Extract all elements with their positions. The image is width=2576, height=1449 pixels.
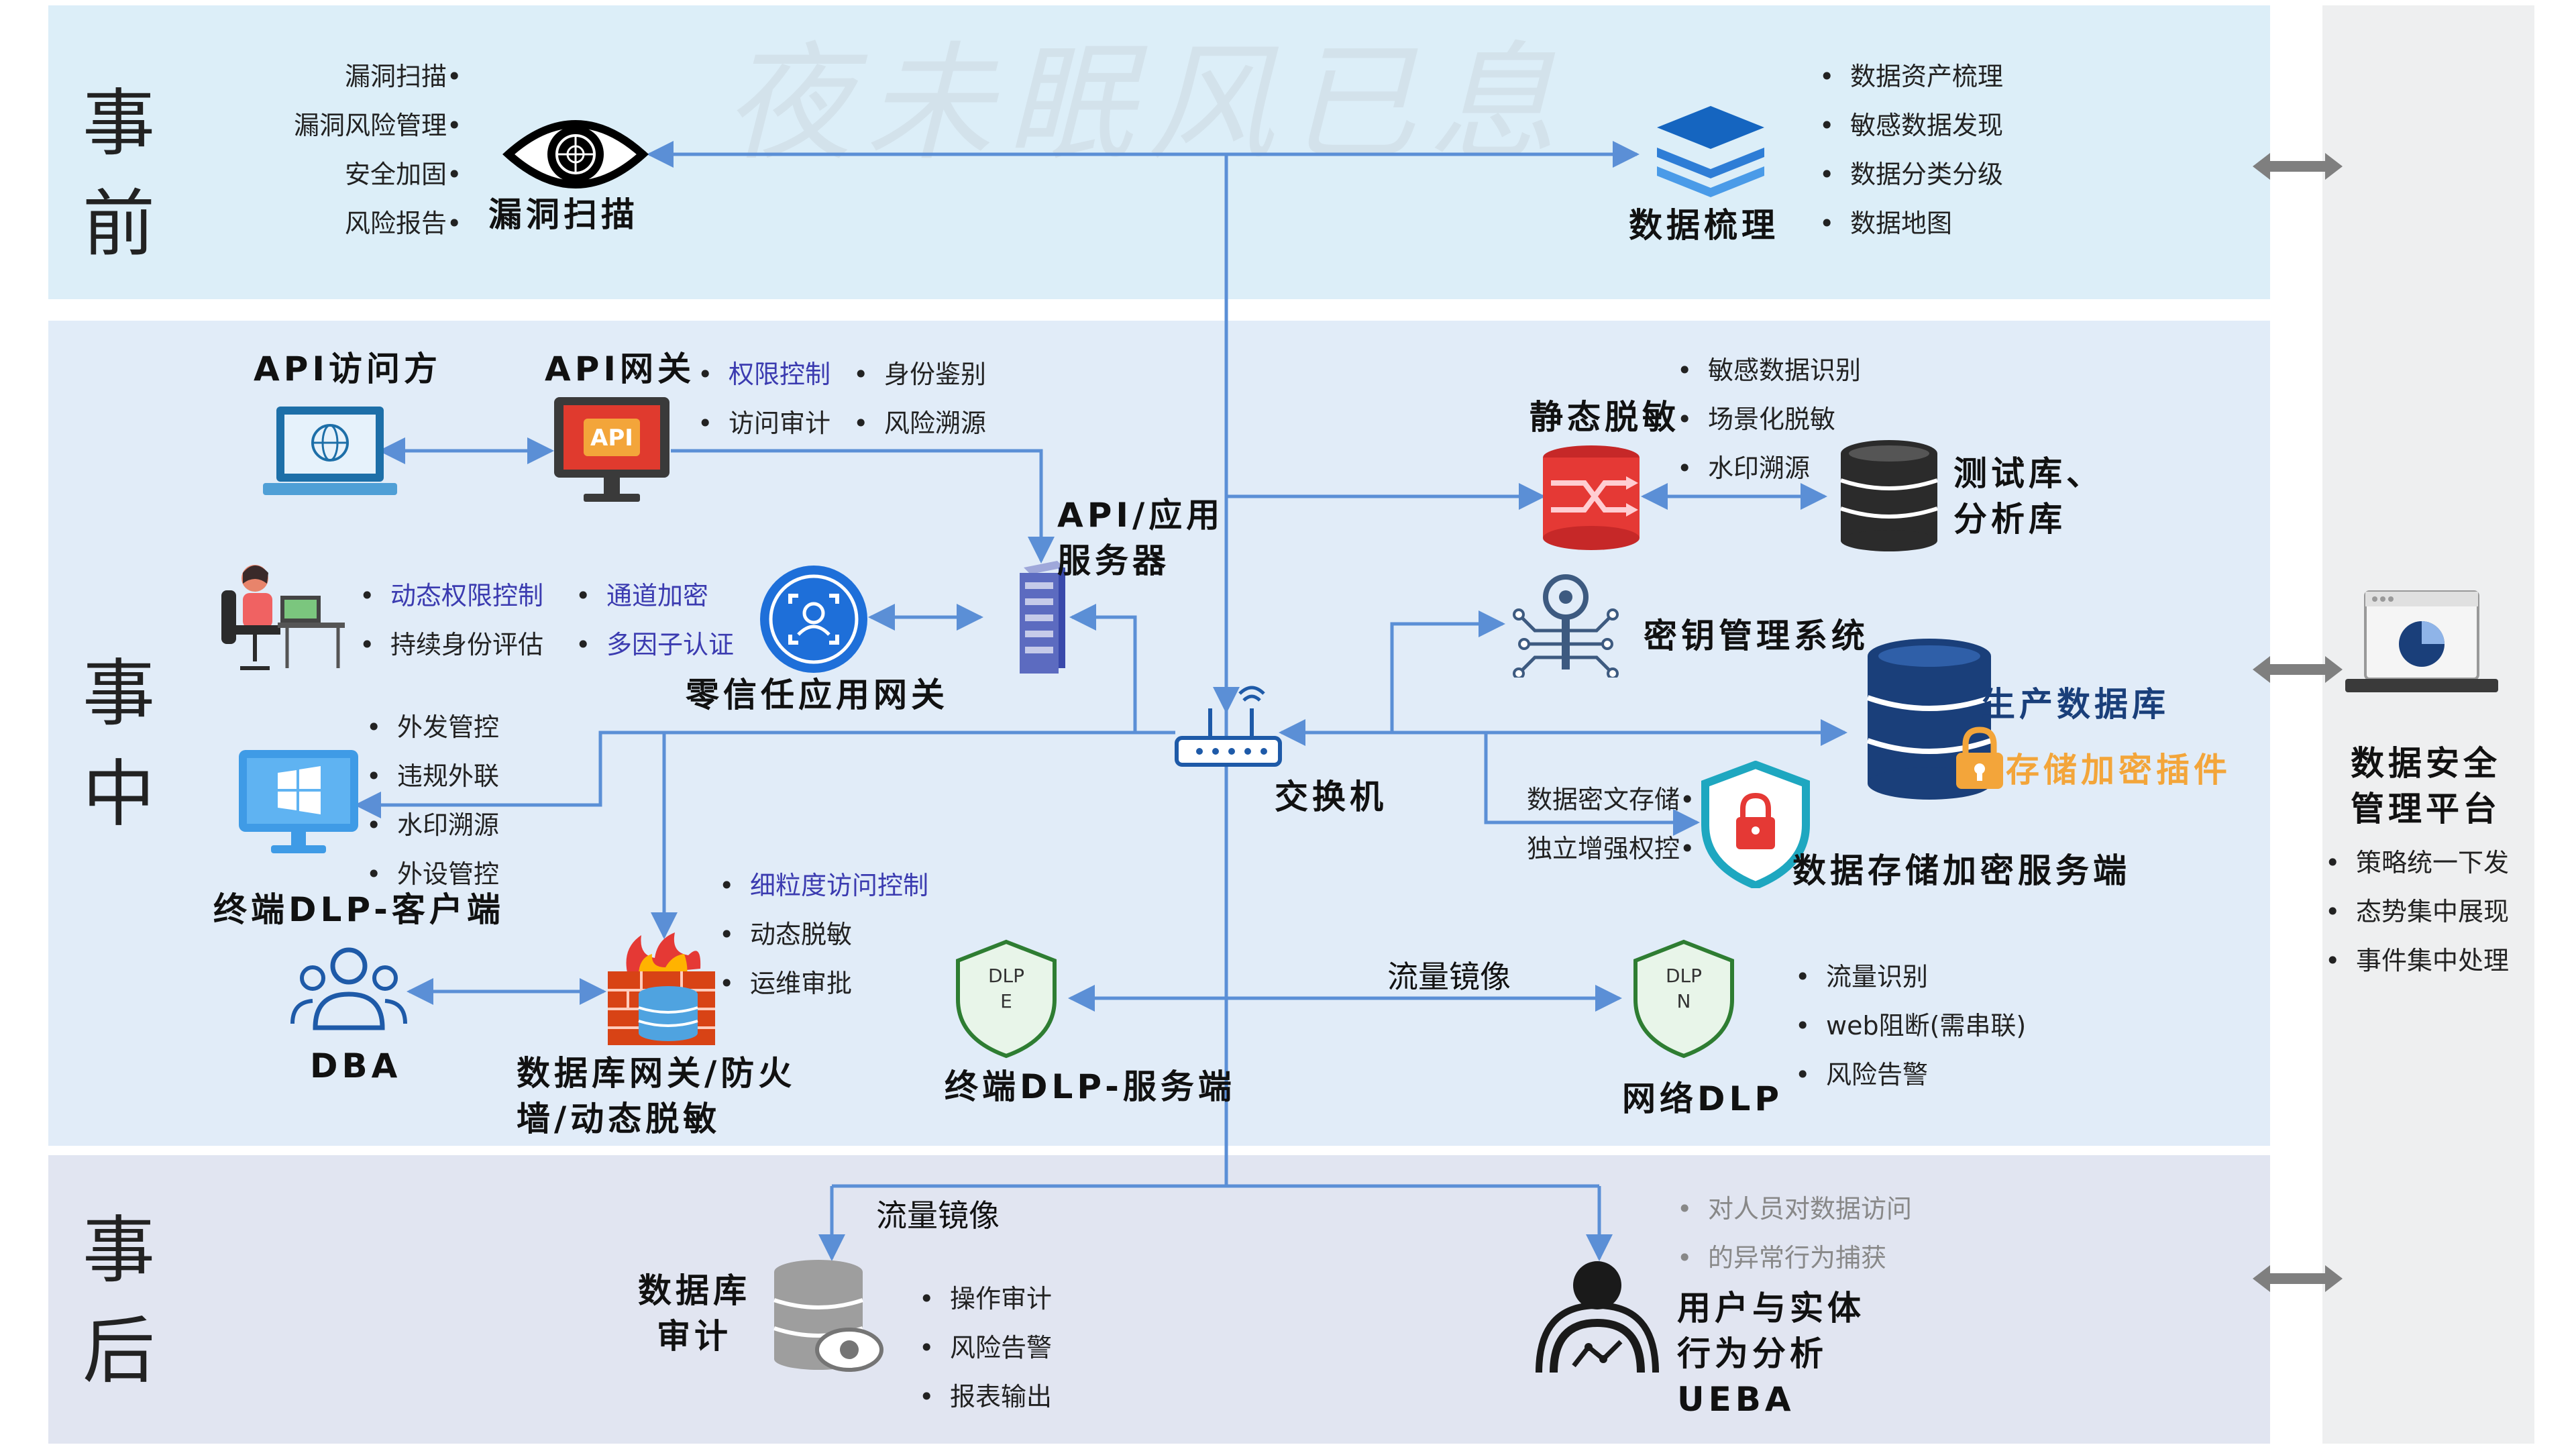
db-firewall-label: 数据库网关/防火墙/动态脱敏	[517, 1054, 796, 1138]
endpoint-client-label: 终端DLP-客户端	[213, 890, 504, 929]
users-icon	[290, 947, 407, 1030]
platform-arrow-before	[2253, 153, 2343, 180]
db-shuffle-icon	[1543, 445, 1640, 550]
line-gateway-server	[671, 449, 1055, 564]
dba-label: DBA	[310, 1046, 402, 1085]
phase-during-label: 事中	[82, 652, 155, 837]
key-mgmt-label: 密钥管理系统	[1644, 616, 1869, 655]
mirror-label-dlp: 流量镜像	[1387, 959, 1511, 995]
app-server-label: API/应用服务器	[1057, 496, 1224, 580]
test-db-label: 测试库、分析库	[1953, 454, 2104, 539]
api-client-label: API访问方	[254, 350, 441, 388]
phase-after-label: 事后	[82, 1209, 155, 1393]
vuln-scan-bullets: 漏洞扫描 漏洞风险管理 安全加固 风险报告	[255, 52, 456, 248]
dlp-n-bottom-text: N	[1677, 990, 1691, 1012]
platform-arrow-during	[2253, 656, 2343, 683]
database-stack-icon	[1840, 440, 1938, 551]
zero-trust-bullets-left: 动态权限控制 持续身份评估	[360, 572, 543, 669]
eye-icon	[502, 120, 649, 189]
platform-panel	[2322, 5, 2534, 1444]
dashboard-window-icon	[2345, 590, 2498, 692]
db-firewall-bullets: 细粒度访问控制 动态脱敏 运维审批	[719, 861, 928, 1008]
server-rack-icon	[1020, 561, 1065, 674]
encrypt-server-label: 数据存储加密服务端	[1792, 851, 2131, 890]
network-dlp-label: 网络DLP	[1622, 1079, 1784, 1118]
dlp-e-shield-icon: DLP E	[956, 939, 1057, 1059]
vuln-scan-label: 漏洞扫描	[488, 195, 639, 234]
platform-bullets: 策略统一下发 态势集中展现 事件集中处理	[2325, 839, 2509, 985]
data-sorting-label: 数据梳理	[1629, 206, 1779, 245]
db-audit-icon	[773, 1260, 883, 1372]
ueba-bullets: 对人员对数据访问 的异常行为捕获	[1677, 1185, 1912, 1283]
firewall-db-icon	[608, 932, 715, 1045]
ueba-label: 用户与实体行为分析UEBA	[1677, 1289, 1865, 1419]
switch-label: 交换机	[1275, 777, 1387, 816]
router-icon	[1175, 686, 1282, 767]
api-gateway-bullets-right: 身份鉴别 风险溯源	[853, 350, 986, 448]
phase-before-label: 事前	[82, 82, 155, 266]
api-gateway-bullets-left: 权限控制 访问审计	[698, 350, 830, 448]
person-at-desk-icon	[221, 565, 345, 670]
line-to-keymgmt	[1390, 610, 1505, 733]
static-mask-bullets: 敏感数据识别 场景化脱敏 水印溯源	[1677, 346, 1861, 493]
dlp-e-bottom-text: E	[1000, 990, 1012, 1012]
laptop-icon	[263, 407, 397, 495]
platform-arrow-after	[2253, 1265, 2343, 1292]
platform-title: 数据安全管理平台	[2351, 744, 2501, 828]
dlp-n-top-text: DLP	[1666, 965, 1702, 987]
network-dlp-bullets: 流量识别 web阻断(需串联) 风险告警	[1795, 953, 2026, 1099]
dlp-n-shield-icon: DLP N	[1633, 939, 1734, 1059]
endpoint-client-bullets: 外发管控 违规外联 水印溯源 外设管控	[366, 703, 499, 899]
static-mask-label: 静态脱敏	[1529, 398, 1680, 437]
api-badge-text: API	[590, 425, 633, 451]
dlp-e-top-text: DLP	[988, 965, 1024, 987]
endpoint-server-label: 终端DLP-服务端	[945, 1067, 1236, 1106]
face-scan-icon	[760, 566, 867, 673]
api-monitor-icon: API	[554, 397, 669, 502]
layers-icon	[1657, 106, 1764, 197]
shield-lock-icon	[1701, 761, 1810, 888]
data-sorting-bullets: 数据资产梳理 敏感数据发现 数据分类分级 数据地图	[1819, 52, 2003, 248]
zero-trust-label: 零信任应用网关	[686, 676, 949, 714]
prod-db-label: 生产数据库	[1982, 685, 2169, 724]
encrypt-server-bullets: 数据密文存储 独立增强权控	[1483, 775, 1689, 873]
zero-trust-bullets-right: 通道加密 多因子认证	[576, 572, 734, 669]
lock-orange-icon	[1956, 727, 2003, 789]
line-server-switch	[1069, 604, 1174, 735]
db-audit-bullets: 操作审计 风险告警 报表输出	[919, 1275, 1052, 1421]
db-audit-label: 数据库审计	[638, 1271, 751, 1356]
storage-plugin-label: 存储加密插件	[2006, 751, 2231, 790]
mirror-label-audit: 流量镜像	[876, 1197, 1000, 1234]
ueba-person-icon	[1536, 1261, 1659, 1373]
api-gateway-label: API网关	[545, 350, 695, 388]
key-circuit-icon	[1513, 574, 1619, 678]
windows-monitor-icon	[239, 750, 358, 853]
